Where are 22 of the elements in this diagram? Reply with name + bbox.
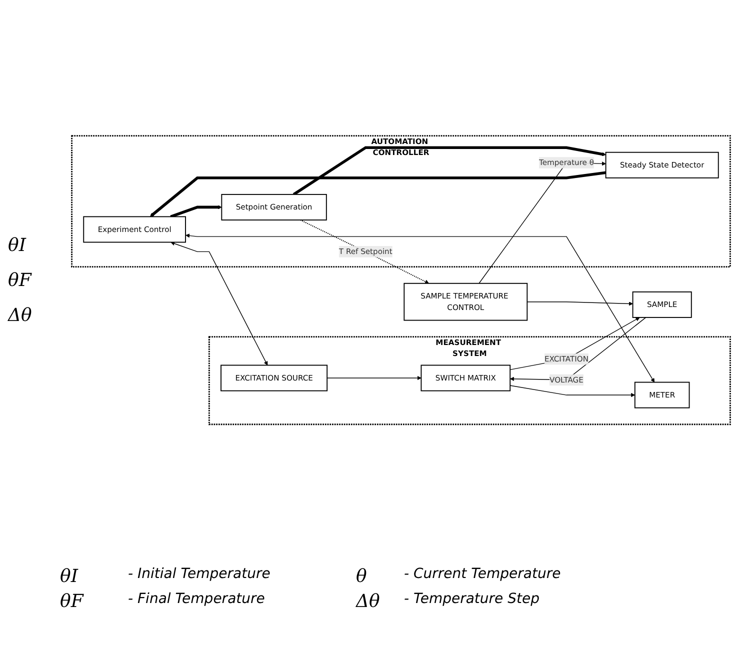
- arrow: [526, 301, 633, 306]
- arrow: [326, 376, 422, 380]
- arrow: [510, 385, 636, 398]
- symbol-label: θF: [8, 270, 33, 290]
- arrow: [292, 146, 606, 196]
- arrow: [510, 317, 640, 370]
- arrow: [300, 219, 430, 284]
- arrow: [510, 317, 646, 381]
- arrow: [186, 234, 655, 382]
- symbol-label: Δθ: [8, 304, 33, 326]
- symbol-label: Δθ: [356, 591, 381, 612]
- symbol-label: θ: [356, 566, 368, 587]
- symbol-description: - Final Temperature: [128, 591, 266, 609]
- symbol-label: θI: [8, 234, 28, 256]
- symbol-label: θI: [60, 566, 80, 587]
- arrow: [170, 242, 268, 366]
- symbol-description: - Current Temperature: [404, 566, 562, 584]
- symbol-label: θF: [60, 591, 85, 612]
- arrow: [170, 205, 222, 218]
- symbol-description: - Temperature Step: [404, 591, 540, 609]
- symbol-description: - Initial Temperature: [128, 566, 272, 584]
- arrow: [150, 171, 606, 217]
